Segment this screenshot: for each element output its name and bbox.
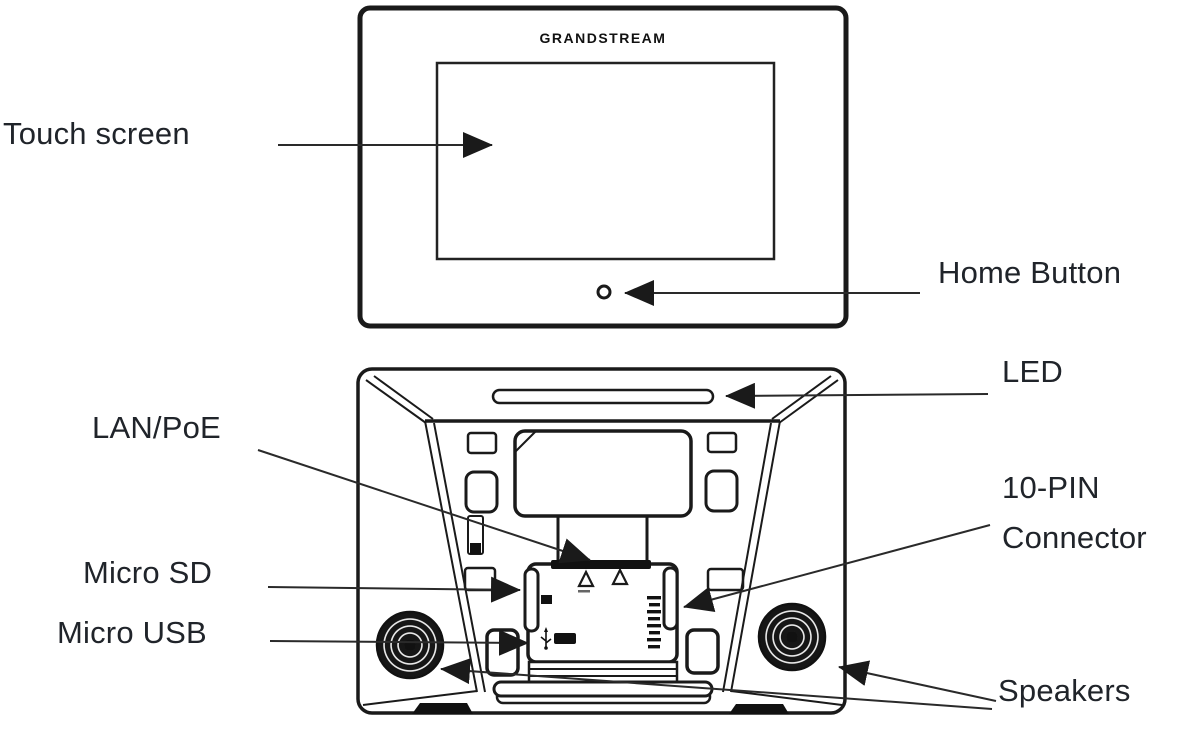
- label-speakers: Speakers: [998, 673, 1131, 708]
- arrow-speaker-left: [440, 658, 993, 710]
- bevel-top-right: [771, 375, 839, 424]
- micro-sd-slot: [523, 567, 540, 633]
- label-micro-usb: Micro USB: [57, 615, 207, 650]
- reset-hole: [541, 595, 552, 604]
- touchscreen-display: [435, 61, 776, 261]
- stand-hinge-lines: [529, 668, 677, 677]
- tiny-caption: [578, 590, 590, 593]
- label-ten-pin-line1: 10-PIN: [1002, 470, 1100, 505]
- arrow-speaker-right: [838, 660, 997, 702]
- label-led: LED: [1002, 354, 1063, 389]
- right-speaker-center: [786, 631, 798, 643]
- small-slot-fill: [470, 543, 481, 554]
- label-ten-pin-line2: Connector: [1002, 520, 1147, 555]
- mount-hole-upper-left: [464, 470, 499, 514]
- bracket-recess: [513, 429, 693, 518]
- mount-hole-top-right: [706, 431, 738, 454]
- callout-leaders: [257, 132, 997, 710]
- front-view: GRANDSTREAM: [357, 5, 849, 329]
- foot-left: [412, 703, 473, 714]
- home-button-dot: [596, 284, 612, 300]
- label-lan-poe: LAN/PoE: [92, 410, 221, 445]
- panel-right-edge: [722, 420, 781, 693]
- arrow-ten-pin: [683, 524, 991, 613]
- arrow-micro-usb: [269, 629, 529, 656]
- led-slot: [491, 388, 715, 405]
- ten-pin-connector: [647, 596, 661, 649]
- stand-hinge: [527, 660, 679, 684]
- stand-base: [492, 680, 714, 698]
- micro-usb-port: [554, 633, 576, 644]
- arrow-lan-poe: [257, 449, 591, 564]
- usb-icon: [540, 627, 552, 650]
- mount-hole-top-left: [466, 431, 498, 455]
- bevel-bottom-right: [730, 690, 843, 706]
- back-view: [356, 367, 847, 715]
- poe-warning-icons: [577, 567, 629, 588]
- stand-column: [556, 516, 649, 564]
- side-tab-right: [662, 566, 679, 631]
- panel-left-edge: [424, 420, 486, 693]
- mount-hole-mid-right: [706, 567, 745, 592]
- mount-hole-upper-right: [704, 469, 739, 513]
- back-device-outline: [356, 367, 847, 715]
- bevel-top-left: [365, 375, 434, 424]
- left-speaker-center: [404, 639, 416, 651]
- arrow-micro-sd: [267, 576, 521, 603]
- mount-hole-lower-right: [685, 628, 720, 675]
- bevel-bottom-left: [362, 690, 478, 706]
- label-micro-sd: Micro SD: [83, 555, 213, 590]
- grandstream-logo: GRANDSTREAM: [540, 30, 667, 46]
- bracket-notch: [514, 430, 537, 453]
- foot-right: [729, 704, 789, 714]
- lan-port: [551, 560, 651, 569]
- arrow-led: [725, 382, 989, 409]
- label-home-button: Home Button: [938, 255, 1122, 290]
- label-touch-screen: Touch screen: [3, 116, 190, 151]
